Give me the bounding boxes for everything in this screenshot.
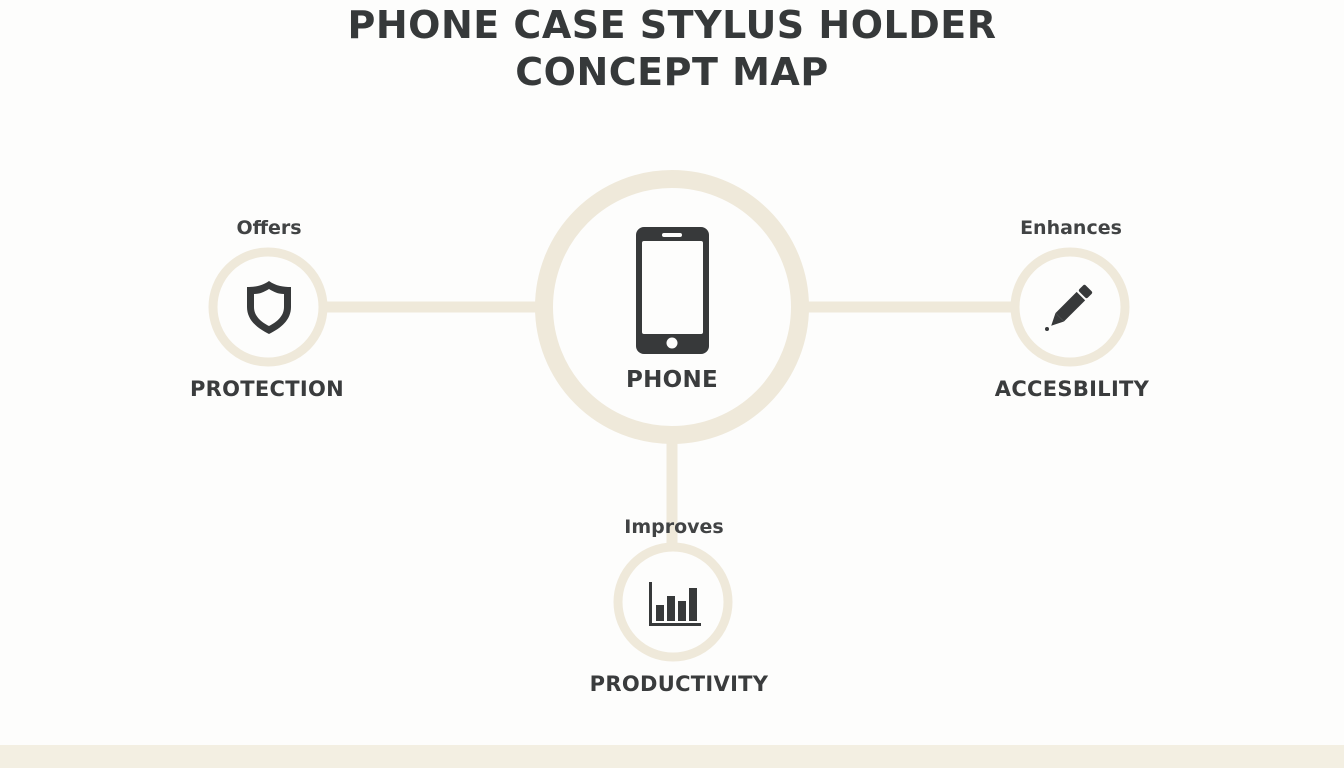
- relation-label-improves: Improves: [624, 516, 724, 538]
- title-line-2: CONCEPT MAP: [515, 50, 829, 94]
- node-accessibility: [1010, 247, 1130, 367]
- node-productivity: [613, 542, 733, 662]
- node-protection-ring: [208, 247, 328, 367]
- node-label-productivity: PRODUCTIVITY: [589, 672, 769, 696]
- pencil-icon: [1051, 284, 1093, 326]
- title-line-1: PHONE CASE STYLUS HOLDER: [347, 3, 997, 47]
- relation-label-offers: Offers: [236, 217, 302, 239]
- center-node-label: PHONE: [625, 367, 719, 393]
- page-title: PHONE CASE STYLUS HOLDER CONCEPT MAP: [0, 2, 1344, 96]
- bottom-band: [0, 745, 1344, 768]
- shield-icon: [247, 281, 291, 334]
- relation-label-enhances: Enhances: [1020, 217, 1122, 239]
- smartphone-icon: [636, 227, 709, 354]
- node-label-protection: PROTECTION: [189, 377, 345, 401]
- bar-chart-icon: [649, 582, 701, 626]
- node-protection: [208, 247, 328, 367]
- center-node-phone: [535, 170, 809, 444]
- node-label-accessibility: ACCESBILITY: [994, 377, 1150, 401]
